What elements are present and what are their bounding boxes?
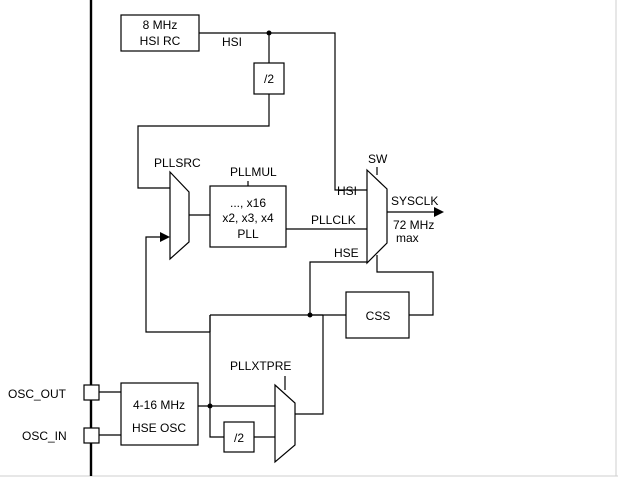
pllsrc-mux [169, 170, 190, 261]
hsi-top-label: HSI [222, 35, 242, 49]
osc-in-pin [83, 427, 100, 444]
sysclk-label: SYSCLK [391, 194, 438, 208]
sysclk-max-line1: 72 MHz [393, 218, 434, 232]
sysclk-arrow-icon [434, 207, 444, 217]
pllclk-label: PLLCLK [311, 213, 356, 227]
pllmul-block [209, 185, 287, 248]
hsi-rc-line1: 8 MHz [143, 18, 178, 32]
pllxtpre-to-pllsrc-wire [295, 315, 324, 415]
css-to-sw-wire [376, 255, 434, 316]
pllsrc-input-arrow-icon [160, 232, 170, 242]
sw-label: SW [368, 152, 388, 166]
sysclk-max-line2: max [396, 231, 419, 245]
hse-to-sw-wire [309, 261, 367, 315]
hsi-rc-line2: HSI RC [140, 34, 181, 48]
sw-mux [366, 168, 388, 265]
css-block [345, 291, 410, 339]
hse-to-pllsrc-wire [145, 236, 210, 333]
pllsrc-label: PLLSRC [154, 156, 201, 170]
hse-osc-block [120, 382, 199, 446]
css-label: CSS [366, 309, 391, 323]
hse-osc-line2: HSE OSC [132, 421, 186, 435]
pllmul-line1: ..., x16 [230, 196, 266, 210]
hse-to-div2-wire [209, 406, 224, 438]
pllxtpre-mux [274, 383, 296, 464]
hsi-to-sw-wire [308, 32, 367, 191]
pllmul-line3: PLL [237, 227, 259, 241]
div2-bottom-label: /2 [234, 431, 244, 445]
div2-top-block [253, 62, 285, 95]
osc-out-pin [83, 384, 100, 401]
hse-mux-label: HSE [334, 246, 359, 260]
osc-in-label: OSC_IN [22, 429, 67, 443]
osc-out-label: OSC_OUT [8, 387, 67, 401]
pllmul-line2: x2, x3, x4 [222, 211, 274, 225]
hse-osc-line1: 4-16 MHz [133, 398, 185, 412]
pllmul-label: PLLMUL [230, 165, 277, 179]
pllxtpre-label: PLLXTPRE [230, 359, 291, 373]
div2-top-label: /2 [264, 72, 274, 86]
hsi-rc-block [120, 14, 200, 52]
div2-to-pllsrc-wire [137, 94, 270, 189]
hsi-mux-label: HSI [337, 184, 357, 198]
